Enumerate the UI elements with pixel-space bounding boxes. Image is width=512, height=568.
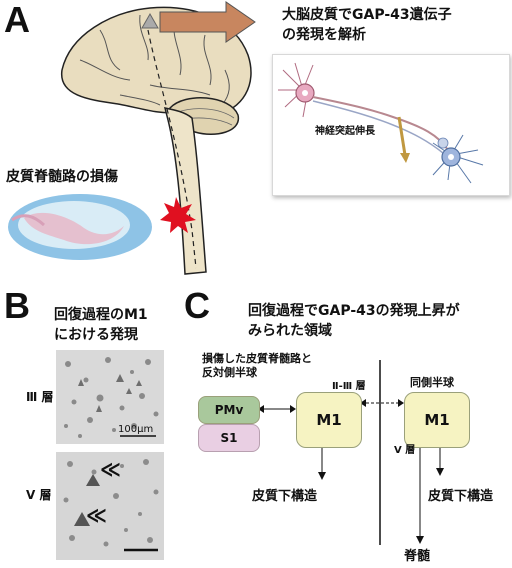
spinal-cord-label: 脊髄 xyxy=(404,549,431,564)
box-m1-right: M1 xyxy=(404,392,470,448)
left-header-line1: 損傷した皮質脊髄路と xyxy=(202,352,312,365)
neuron-drawing xyxy=(278,62,484,184)
panel-b-letter: B xyxy=(4,285,30,326)
right-header: 同側半球 xyxy=(410,376,454,389)
subcortical-right: 皮質下構造 xyxy=(428,489,494,504)
growth-arrow-icon xyxy=(397,116,407,156)
panel-b-title-line1: 回復過程のM1 xyxy=(54,307,148,323)
connection-layer-label: Ⅱ-Ⅲ 層 xyxy=(332,381,366,392)
cerebrum xyxy=(61,6,252,117)
box-s1: S1 xyxy=(198,424,260,452)
micrograph-layer5 xyxy=(56,452,164,560)
layer3-label: Ⅲ 層 xyxy=(26,390,54,404)
left-header-line2: 反対側半球 xyxy=(202,366,257,379)
box-pmv: PMv xyxy=(198,396,260,424)
panel-b-title-line2: における発現 xyxy=(54,327,138,343)
axon-growth-label: 神経突起伸長 xyxy=(315,126,375,137)
layer5-path-label: Ⅴ 層 xyxy=(394,445,416,456)
neuron-diagram-box: 神経突起伸長 xyxy=(272,54,510,196)
micrograph-layer3 xyxy=(56,350,164,444)
panel-a-letter: A xyxy=(4,0,30,40)
panel-a-title-line1: 大脳皮質でGAP-43遺伝子 xyxy=(282,7,452,23)
panel-c-letter: C xyxy=(184,285,210,326)
injury-star-icon xyxy=(160,197,196,233)
scale-label: 100μm xyxy=(118,424,154,435)
axon xyxy=(312,96,449,151)
arrowhead-marker-upper: ≪ xyxy=(100,457,121,481)
spinal-section-image xyxy=(8,194,152,260)
arrowhead-marker-lower: ≪ xyxy=(86,503,107,527)
big-arrow-icon xyxy=(159,1,256,43)
brain-illustration xyxy=(61,1,256,275)
cortex-marker-icon xyxy=(141,12,159,29)
panel-a-title-line2: の発現を解析 xyxy=(282,27,366,43)
panel-c-title-line2: みられた領域 xyxy=(248,323,332,339)
layer5-label: Ⅴ 層 xyxy=(26,488,52,502)
panel-c-title-line1: 回復過程でGAP-43の発現上昇が xyxy=(248,303,460,319)
box-m1-left: M1 xyxy=(296,392,362,448)
subcortical-left: 皮質下構造 xyxy=(252,489,318,504)
corticospinal-tract xyxy=(147,29,197,269)
injury-label: 皮質脊髄路の損傷 xyxy=(6,169,118,185)
